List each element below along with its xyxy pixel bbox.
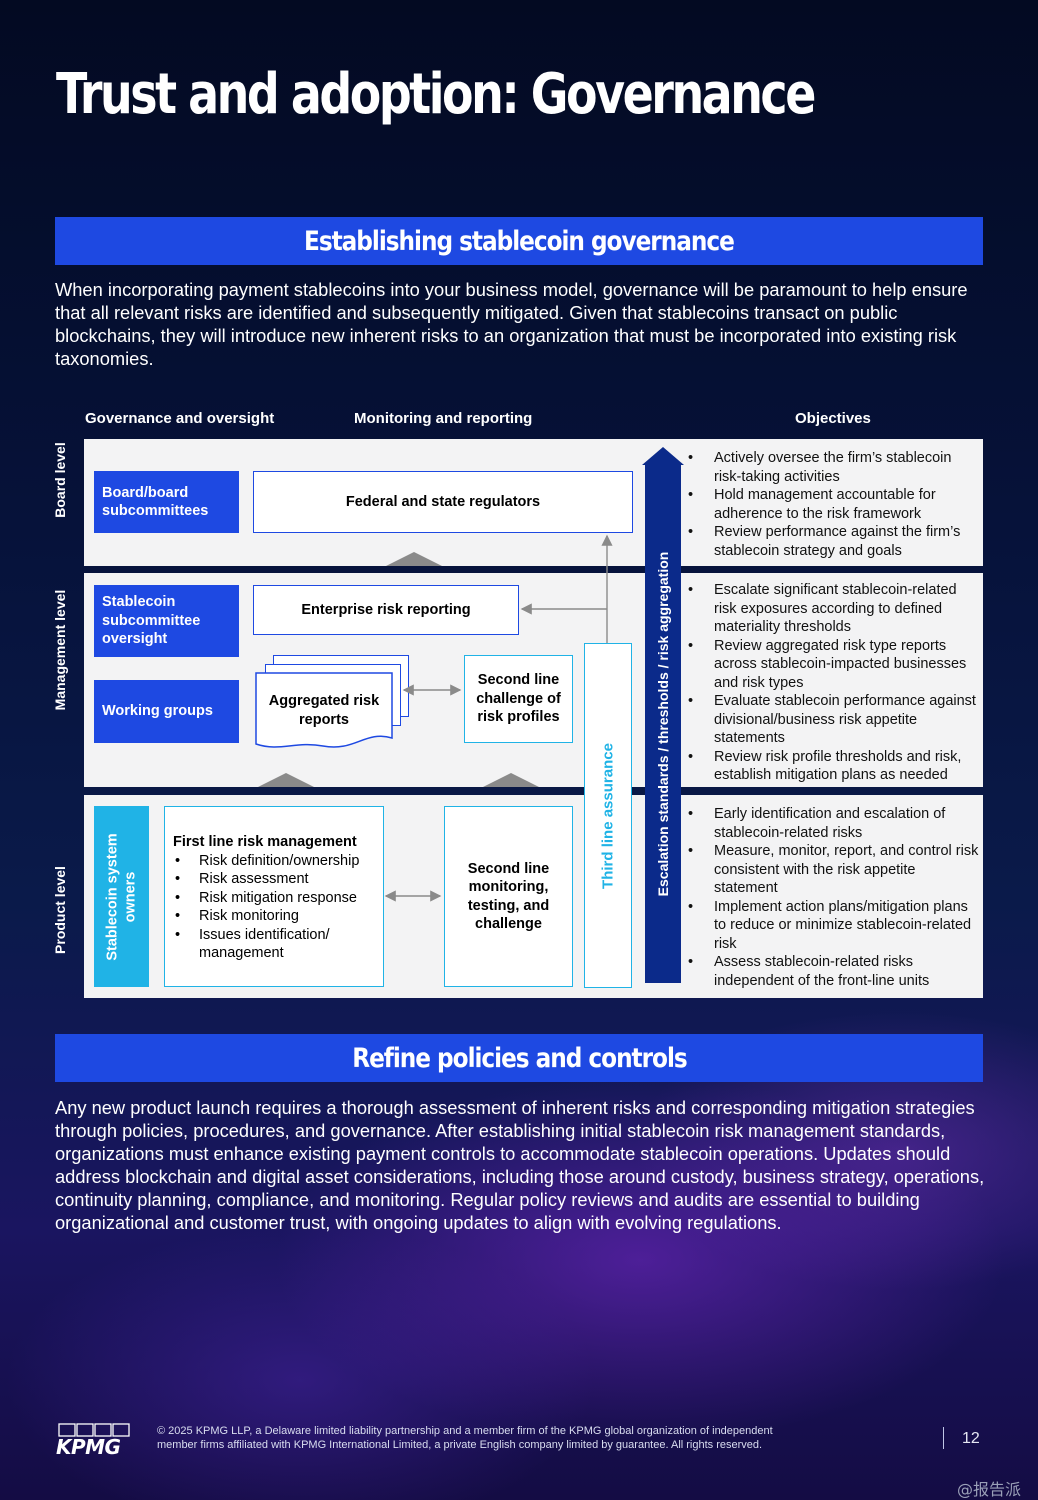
logo-boxes-icon (58, 1423, 130, 1437)
footer-divider (943, 1427, 944, 1449)
list-item: Escalate significant stablecoin-related … (686, 581, 982, 637)
list-item: Hold management accountable for adherenc… (686, 486, 982, 523)
page-number: 12 (962, 1430, 980, 1447)
list-item: Risk assessment (173, 870, 383, 889)
section-heading-text: Refine policies and controls (351, 1042, 688, 1074)
column-header-governance: Governance and oversight (85, 410, 275, 427)
up-arrow-icon (483, 773, 539, 787)
aggregated-reports-label: Aggregated risk reports (268, 693, 380, 728)
copyright-line: © 2025 KPMG LLP, a Delaware limited liab… (157, 1425, 773, 1437)
list-item: Actively oversee the firm’s stablecoin r… (686, 449, 982, 486)
list-item: Evaluate stablecoin performance against … (686, 692, 982, 748)
enterprise-reporting-box: Enterprise risk reporting (253, 585, 519, 635)
list-item: Implement action plans/mitigation plans … (686, 898, 982, 954)
list-item: Review aggregated risk type reports acro… (686, 637, 982, 693)
second-line-challenge-box: Second line challenge of risk profiles (464, 655, 573, 743)
first-line-title: First line risk management (173, 834, 357, 850)
up-arrow-icon (386, 552, 442, 566)
watermark: @报告派 (957, 1480, 1022, 1499)
list-item: Review performance against the firm’s st… (686, 523, 982, 560)
document-stack-icon (255, 672, 393, 748)
first-line-list: Risk definition/ownership Risk assessmen… (173, 852, 383, 963)
list-item: Assess stablecoin-related risks independ… (686, 953, 982, 990)
subcommittee-box: Stablecoin subcommittee oversight (94, 585, 239, 657)
copyright: © 2025 KPMG LLP, a Delaware limited liab… (157, 1424, 847, 1452)
list-item: Risk mitigation response (173, 889, 383, 908)
working-groups-box: Working groups (94, 680, 239, 743)
policies-paragraph: Any new product launch requires a thorou… (55, 1097, 985, 1233)
list-item: Risk monitoring (173, 907, 383, 926)
page-title: Trust and adoption: Governance (56, 62, 816, 127)
objectives-management: Escalate significant stablecoin-related … (686, 581, 982, 785)
objectives-board: Actively oversee the firm’s stablecoin r… (686, 449, 982, 560)
list-item: Measure, monitor, report, and control ri… (686, 842, 982, 898)
logo-text: KPMG (56, 1435, 121, 1459)
second-line-monitoring-box: Second line monitoring, testing, and cha… (444, 806, 573, 987)
kpmg-logo: KPMG (56, 1423, 134, 1457)
copyright-line: member firms affiliated with KPMG Intern… (157, 1439, 763, 1451)
up-arrow-icon (258, 773, 314, 787)
list-item: Risk definition/ownership (173, 852, 383, 871)
section-heading-text: Establishing stablecoin governance (304, 225, 735, 257)
escalation-arrow (642, 447, 684, 983)
intro-paragraph: When incorporating payment stablecoins i… (55, 279, 968, 369)
section-heading-policies: Refine policies and controls (55, 1034, 983, 1082)
section-heading-governance: Establishing stablecoin governance (55, 217, 983, 265)
connector-arrows (384, 534, 613, 902)
system-owners-box: Stablecoin system owners (94, 806, 149, 987)
column-header-monitoring: Monitoring and reporting (354, 410, 533, 427)
list-item: Early identification and escalation of s… (686, 805, 982, 842)
first-line-box: First line risk management Risk definiti… (164, 806, 384, 987)
objectives-product: Early identification and escalation of s… (686, 805, 982, 990)
list-item: Issues identification/ management (173, 926, 383, 963)
board-box: Board/board subcommittees (94, 471, 239, 533)
column-header-objectives: Objectives (795, 410, 871, 427)
third-line-box: Third line assurance (584, 643, 632, 988)
regulators-box: Federal and state regulators (253, 471, 633, 533)
list-item: Review risk profile thresholds and risk,… (686, 748, 982, 785)
